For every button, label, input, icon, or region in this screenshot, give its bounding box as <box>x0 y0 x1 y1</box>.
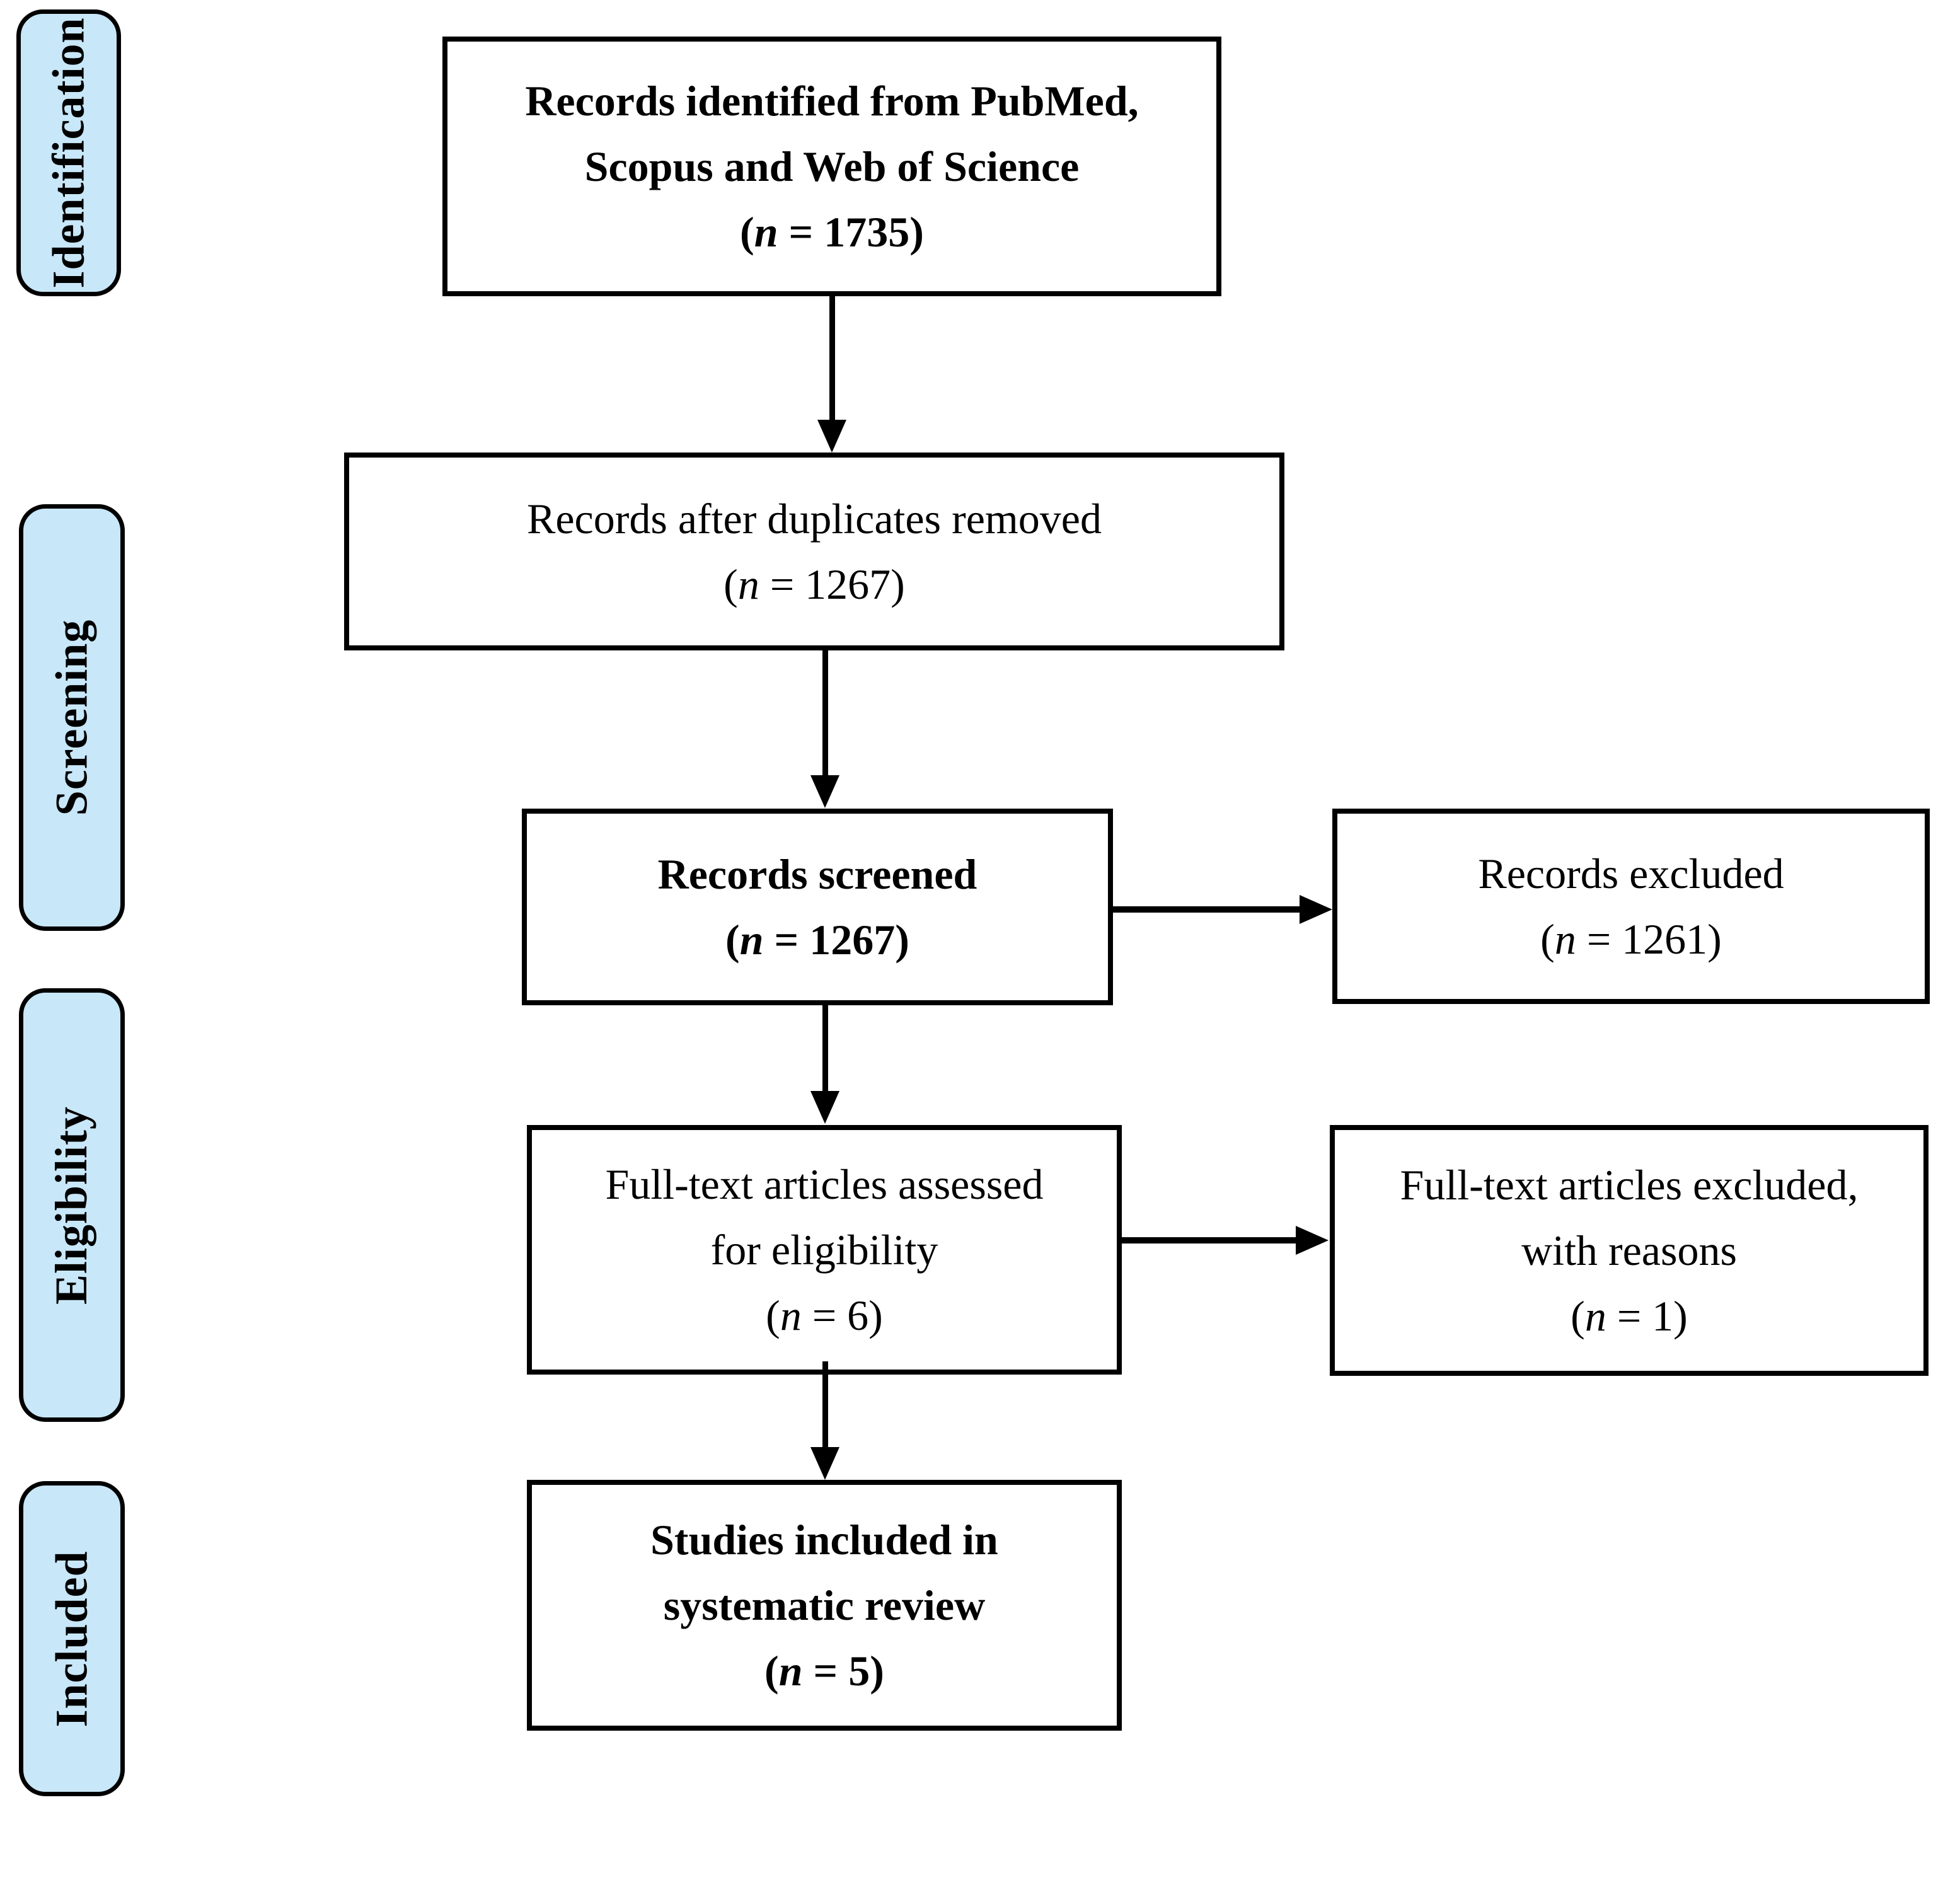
box-duplicates-removed-line1: Records after duplicates removed <box>527 495 1102 543</box>
count-open: ( <box>766 1291 780 1339</box>
count-rest: = 1735) <box>778 208 924 256</box>
count-open: ( <box>724 560 738 608</box>
count-rest: = 6) <box>801 1291 883 1339</box>
box-fulltext-assessed-line1: Full-text articles assessed <box>605 1160 1044 1208</box>
count-open: ( <box>725 916 740 964</box>
stage-identification-label: Identification <box>43 17 94 289</box>
arrow-shaft <box>829 295 835 422</box>
count-var: n <box>1554 915 1576 963</box>
arrow-shaft <box>822 649 828 778</box>
arrow-head-down-icon <box>810 1091 839 1124</box>
box-studies-included-line1: Studies included in <box>650 1516 998 1564</box>
count-var: n <box>778 1647 803 1695</box>
box-records-identified-count: (n = 1735) <box>740 199 924 265</box>
box-records-screened: Records screened (n = 1267) <box>522 809 1113 1005</box>
box-fulltext-excluded-count: (n = 1) <box>1571 1283 1688 1349</box>
count-rest: = 1261) <box>1576 915 1722 963</box>
count-open: ( <box>740 208 754 256</box>
box-fulltext-excluded-line2: with reasons <box>1521 1226 1737 1274</box>
stage-identification: Identification <box>16 9 121 296</box>
box-records-excluded-count: (n = 1261) <box>1540 906 1722 972</box>
box-duplicates-removed: Records after duplicates removed (n = 12… <box>344 453 1284 650</box>
stage-eligibility-label: Eligibility <box>46 1105 97 1305</box>
count-var: n <box>737 560 759 608</box>
box-studies-included: Studies included in systematic review (n… <box>527 1480 1122 1731</box>
count-rest: = 1) <box>1606 1292 1688 1340</box>
stage-included-label: Included <box>46 1550 97 1728</box>
arrow-head-right-icon <box>1296 1226 1329 1255</box>
count-open: ( <box>1571 1292 1585 1340</box>
box-records-screened-line1: Records screened <box>657 850 977 898</box>
count-open: ( <box>1540 915 1555 963</box>
arrow-shaft <box>1122 1237 1298 1243</box>
arrow-shaft <box>1113 906 1302 913</box>
arrow-shaft <box>822 1004 828 1092</box>
box-fulltext-assessed-count: (n = 6) <box>766 1283 883 1348</box>
stage-screening-label: Screening <box>46 619 97 816</box>
box-fulltext-excluded: Full-text articles excluded, with reason… <box>1330 1125 1929 1376</box>
box-records-identified-line2: Scopus and Web of Science <box>584 142 1080 190</box>
count-open: ( <box>764 1647 779 1695</box>
box-duplicates-removed-count: (n = 1267) <box>724 551 905 617</box>
count-rest: = 1267) <box>759 560 905 608</box>
arrow-head-right-icon <box>1300 895 1332 924</box>
count-rest: = 5) <box>802 1647 884 1695</box>
arrow-head-down-icon <box>817 420 846 453</box>
stage-included: Included <box>19 1481 125 1796</box>
box-records-screened-count: (n = 1267) <box>725 907 909 972</box>
count-var: n <box>739 916 764 964</box>
stage-screening: Screening <box>19 504 125 931</box>
count-var: n <box>1584 1292 1606 1340</box>
stage-eligibility: Eligibility <box>19 988 125 1422</box>
box-records-excluded-line1: Records excluded <box>1478 850 1784 897</box>
box-fulltext-assessed: Full-text articles assessed for eligibil… <box>527 1125 1122 1375</box>
arrow-head-down-icon <box>810 775 839 808</box>
box-studies-included-count: (n = 5) <box>764 1638 884 1704</box>
count-var: n <box>780 1291 802 1339</box>
arrow-head-down-icon <box>810 1447 839 1480</box>
box-fulltext-excluded-line1: Full-text articles excluded, <box>1400 1161 1859 1209</box>
box-records-identified: Records identified from PubMed, Scopus a… <box>442 37 1221 296</box>
box-records-identified-line1: Records identified from PubMed, <box>525 77 1139 125</box>
arrow-shaft <box>822 1361 828 1448</box>
box-records-excluded: Records excluded (n = 1261) <box>1332 809 1930 1004</box>
count-rest: = 1267) <box>763 916 909 964</box>
count-var: n <box>754 208 778 256</box>
box-fulltext-assessed-line2: for eligibility <box>710 1226 938 1274</box>
box-studies-included-line2: systematic review <box>663 1581 986 1629</box>
